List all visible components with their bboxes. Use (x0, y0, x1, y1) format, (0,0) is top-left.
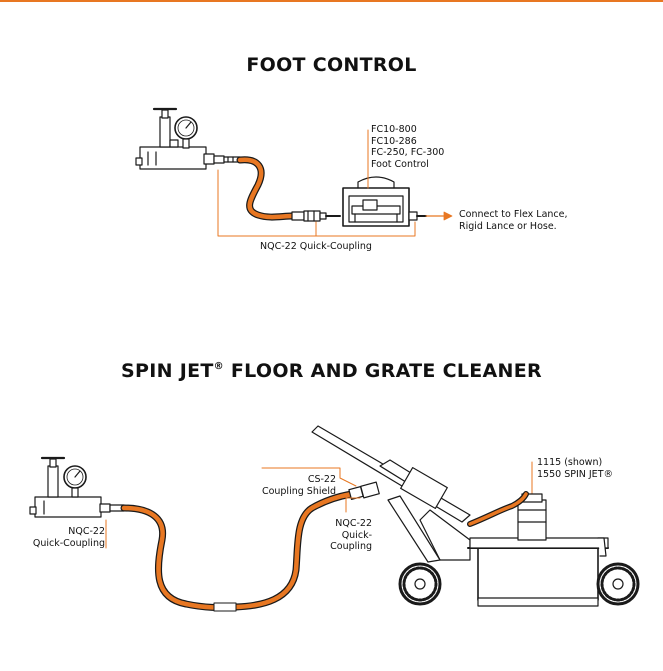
foot-coupling (291, 210, 341, 222)
connect-line-1: Connect to Flex Lance, (459, 209, 568, 220)
mid-coupling-label: NQC-22 Quick- Coupling (320, 518, 372, 553)
pump-fittings-top (213, 155, 241, 164)
spin-jet-title: SPIN JET® FLOOR AND GRATE CLEANER (0, 360, 663, 382)
pump-manifold-top (135, 107, 215, 170)
connect-line-2: Rigid Lance or Hose. (459, 220, 557, 232)
foot-coupling-label: NQC-22 Quick-Coupling (260, 241, 372, 252)
spin-jet-models: 1115 (shown) 1550 SPIN JET® (537, 457, 613, 480)
shield-line-2: Coupling Shield (261, 485, 336, 497)
spin-jet-cleaner (311, 425, 640, 607)
connect-label: Connect to Flex Lance, Rigid Lance or Ho… (459, 209, 568, 232)
spin-model-1: 1115 (shown) (537, 457, 603, 468)
foot-model-3: FC-250, FC-300 (371, 147, 445, 159)
foot-control-title: FOOT CONTROL (246, 54, 417, 76)
foot-control-unit (342, 176, 427, 227)
left-coupling-line-2: Quick-Coupling (32, 537, 105, 549)
spin-model-2: 1550 SPIN JET® (537, 468, 613, 480)
mid-coupling-line-3: Coupling (330, 541, 372, 553)
registered-mark: ® (213, 361, 224, 372)
foot-model-4: Foot Control (371, 158, 429, 170)
mid-coupling-leader (345, 497, 361, 513)
left-coupling-line-1: NQC-22 (68, 526, 105, 537)
shield-leader (261, 467, 357, 487)
mid-coupling-line-2: Quick- (341, 529, 372, 541)
mid-coupling-line-1: NQC-22 (335, 518, 372, 529)
foot-model-1: FC10-800 (371, 124, 417, 135)
top-accent-rule (0, 0, 663, 2)
left-coupling-label: NQC-22 Quick-Coupling (26, 526, 105, 549)
spin-jet-title-main: SPIN JET (121, 360, 214, 382)
foot-model-2: FC10-286 (371, 135, 417, 147)
shield-label: CS-22 Coupling Shield (256, 474, 336, 497)
foot-control-models: FC10-800 FC10-286 FC-250, FC-300 Foot Co… (371, 124, 444, 170)
pump-manifold-bottom (29, 456, 125, 518)
shield-line-1: CS-22 (307, 474, 336, 485)
spin-jet-title-rest: FLOOR AND GRATE CLEANER (223, 360, 542, 382)
spin-coupling (348, 481, 380, 500)
